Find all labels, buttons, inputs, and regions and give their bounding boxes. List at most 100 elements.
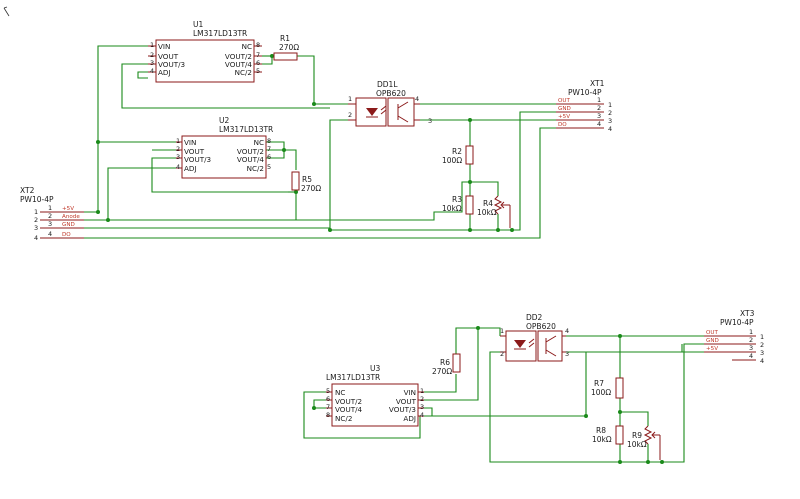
u1-pin-name: VIN [158, 42, 170, 51]
r2-resistor[interactable]: R2 100Ω [442, 145, 474, 165]
r5-resistor[interactable]: R5 270Ω [291, 171, 321, 193]
r4-potentiometer[interactable]: R4 10kΩ [477, 195, 511, 228]
u1-value: LM317LD13TR [193, 29, 247, 38]
u2-pin-name: NC [254, 138, 264, 147]
xt2-pin-num: 3 [34, 224, 38, 232]
u3-pin-name: VOUT/4 [335, 405, 363, 414]
dd1-ref: DD1L [377, 80, 398, 89]
u3-ref: U3 [370, 364, 380, 373]
u1-pin-num: 2 [150, 51, 154, 59]
u1-pin-num: 6 [256, 59, 260, 67]
u3-pin-num: 5 [326, 387, 330, 395]
xt2-value: PW10-4P [20, 195, 54, 204]
u1-pin-name: VOUT [158, 52, 179, 61]
xt1-pin-num: 1 [608, 101, 612, 109]
xt3-pin-num: 1 [749, 328, 753, 336]
xt1-pin-num: 3 [608, 117, 612, 125]
xt2-signal: GND [62, 222, 75, 228]
u3-pin-name: VOUT/2 [335, 397, 362, 406]
r2-value: 100Ω [442, 156, 462, 165]
xt2-pin-num: 1 [34, 208, 38, 216]
r8-ref: R8 [596, 426, 606, 435]
xt1-pin-num: 3 [597, 112, 601, 120]
u2-pin-num: 3 [176, 153, 180, 161]
u3-pin-num: 3 [420, 403, 424, 411]
xt3-pin-num: 4 [749, 352, 753, 360]
xt2-pin-num: 4 [48, 230, 52, 238]
xt1-ref: XT1 [590, 79, 605, 88]
xt3-pin-num: 2 [760, 341, 764, 349]
dd1-optocoupler[interactable]: DD1L OPB620 1 2 4 3 [348, 80, 432, 127]
u1-regulator[interactable]: U1 LM317LD13TR 1 2 3 4 VIN VOUT VOUT/3 A… [148, 20, 262, 83]
xt3-pin-num: 3 [749, 344, 753, 352]
u1-pin-num: 1 [150, 41, 154, 49]
u3-regulator[interactable]: U3 LM317LD13TR 5 6 7 8 NC VOUT/2 VOUT/4 … [326, 364, 424, 427]
r1-resistor[interactable]: R1 270Ω [273, 34, 299, 61]
u2-pin-name: VOUT/2 [237, 147, 264, 156]
r4-ref: R4 [483, 199, 493, 208]
junction-dots [96, 54, 664, 464]
u1-pin-num: 8 [256, 41, 260, 49]
u1-pin-num: 7 [256, 51, 260, 59]
u2-value: LM317LD13TR [219, 125, 273, 134]
dd2-optocoupler[interactable]: DD2 OPB620 1 2 4 3 [500, 313, 569, 362]
xt1-pin-num: 4 [597, 120, 601, 128]
xt3-connector[interactable]: XT3 PW10-4P OUT GND +5V 1 2 3 4 1 2 3 4 [704, 309, 764, 365]
u2-pin-name: VOUT/4 [237, 155, 265, 164]
u3-pin-num: 7 [326, 403, 330, 411]
u2-pin-num: 4 [176, 163, 180, 171]
u3-value: LM317LD13TR [326, 373, 380, 382]
dd2-ref: DD2 [526, 313, 543, 322]
xt1-pin-num: 2 [597, 104, 601, 112]
r7-value: 100Ω [591, 388, 611, 397]
xt3-pin-num: 3 [760, 349, 764, 357]
dd2-pin-num: 4 [565, 327, 569, 335]
xt1-pin-num: 4 [608, 125, 612, 133]
xt2-pin-num: 1 [48, 204, 52, 212]
xt2-pin-num: 2 [34, 216, 38, 224]
dd1-value: OPB620 [376, 89, 406, 98]
xt1-connector[interactable]: XT1 PW10-4P OUT GND +5V DO 1 2 3 4 1 2 3… [556, 79, 612, 133]
u1-pin-name: ADJ [158, 68, 171, 77]
u3-pin-name: ADJ [403, 414, 416, 423]
r7-resistor[interactable]: R7 100Ω [591, 377, 624, 399]
u2-pin-name: NC/2 [247, 164, 264, 173]
u3-pin-name: VIN [404, 388, 416, 397]
u2-pin-num: 8 [267, 137, 271, 145]
r6-resistor[interactable]: R6 270Ω [432, 353, 461, 376]
xt2-connector[interactable]: XT2 PW10-4P 1 2 3 4 1 2 3 4 +5V Anode GN… [20, 186, 84, 242]
r1-ref: R1 [280, 34, 290, 43]
r3-resistor[interactable]: R3 10kΩ [442, 195, 474, 215]
u2-pin-num: 5 [267, 163, 271, 171]
xt3-pin-num: 4 [760, 357, 764, 365]
u1-pin-name: NC [242, 42, 252, 51]
dd1-pin-num: 1 [348, 95, 352, 103]
xt1-pin-num: 1 [597, 96, 601, 104]
r3-value: 10kΩ [442, 204, 462, 213]
r4-value: 10kΩ [477, 208, 497, 217]
r9-value: 10kΩ [627, 440, 647, 449]
u2-regulator[interactable]: U2 LM317LD13TR 1 2 3 4 VIN VOUT VOUT/3 A… [176, 116, 273, 179]
xt3-pin-num: 2 [749, 336, 753, 344]
u3-pin-name: NC/2 [335, 414, 352, 423]
u1-pin-name: VOUT/4 [225, 60, 253, 69]
u3-pin-num: 2 [420, 395, 424, 403]
r7-ref: R7 [594, 379, 604, 388]
u3-pin-name: VOUT/3 [389, 405, 416, 414]
r6-ref: R6 [440, 358, 450, 367]
r5-value: 270Ω [301, 184, 321, 193]
r9-potentiometer[interactable]: R9 10kΩ [627, 425, 661, 460]
dd2-value: OPB620 [526, 322, 556, 331]
xt1-signal: OUT [558, 98, 570, 104]
u2-pin-num: 1 [176, 137, 180, 145]
u1-pin-num: 3 [150, 59, 154, 67]
xt3-signal: GND [706, 338, 719, 344]
xt2-signal: Anode [62, 214, 80, 220]
xt3-signal: +5V [706, 346, 718, 352]
r8-resistor[interactable]: R8 10kΩ [592, 425, 624, 445]
u2-pin-name: VOUT/3 [184, 155, 211, 164]
dd2-pin-num: 2 [500, 350, 504, 358]
u1-pin-name: VOUT/2 [225, 52, 252, 61]
xt1-signal: DO [558, 122, 567, 128]
